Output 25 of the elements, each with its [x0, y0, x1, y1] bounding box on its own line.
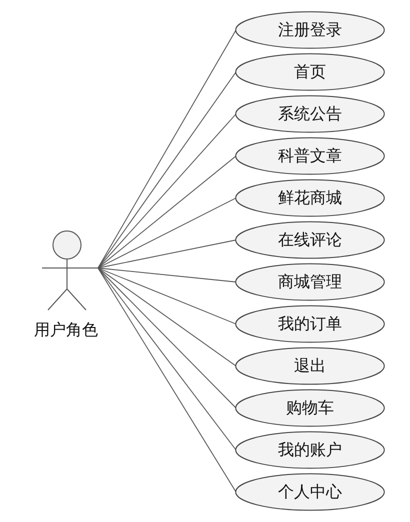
- association-line: [98, 198, 236, 268]
- association-line: [98, 268, 236, 450]
- actor-label: 用户角色: [34, 320, 98, 341]
- use-case-ellipse: 商城管理: [235, 263, 385, 301]
- use-case-ellipse: 购物车: [235, 389, 385, 427]
- use-case-ellipse: 退出: [235, 347, 385, 385]
- association-line: [98, 156, 236, 268]
- use-case-ellipse: 我的订单: [235, 305, 385, 343]
- use-case-ellipse: 科普文章: [235, 137, 385, 175]
- use-case-ellipse: 在线评论: [235, 221, 385, 259]
- use-case-ellipse: 鲜花商城: [235, 179, 385, 217]
- association-line: [98, 72, 236, 268]
- use-case-ellipse: 个人中心: [235, 473, 385, 511]
- association-line: [98, 114, 236, 268]
- association-line: [98, 30, 236, 268]
- association-line: [98, 268, 236, 282]
- use-case-ellipse: 系统公告: [235, 95, 385, 133]
- use-case-ellipse: 注册登录: [235, 11, 385, 49]
- association-line: [98, 268, 236, 492]
- use-case-ellipse: 首页: [235, 53, 385, 91]
- association-line: [98, 268, 236, 324]
- association-line: [98, 240, 236, 268]
- association-line: [98, 268, 236, 408]
- association-line: [98, 268, 236, 366]
- use-case-ellipse: 我的账户: [235, 431, 385, 469]
